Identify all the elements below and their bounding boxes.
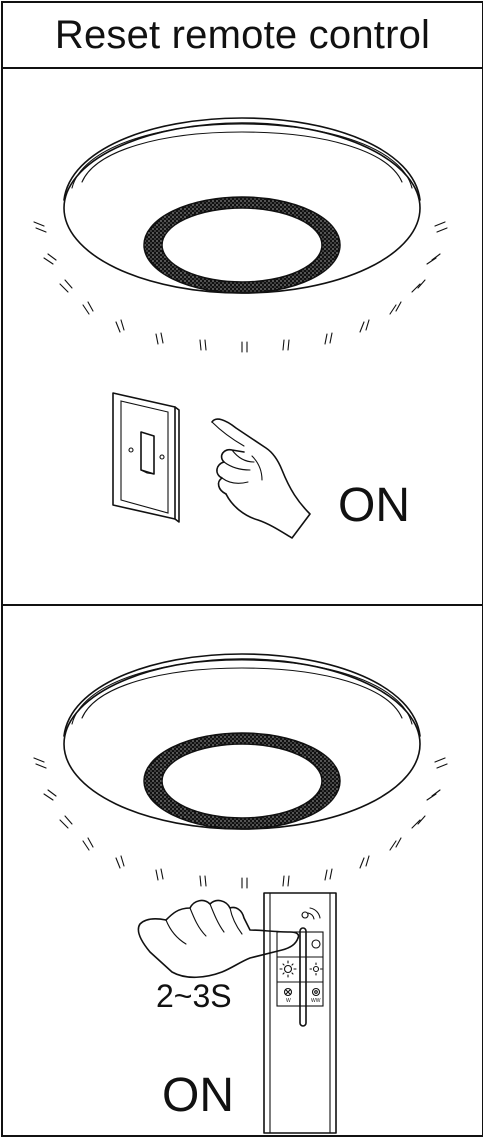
svg-text:W: W bbox=[286, 998, 291, 1004]
brightness-up-icon bbox=[280, 961, 296, 977]
ceiling-lamp-icon bbox=[34, 654, 447, 888]
brightness-down-icon bbox=[310, 963, 322, 975]
cool-white-icon: W bbox=[285, 989, 292, 1005]
wall-switch-icon bbox=[113, 393, 179, 522]
step1-on-label: ON bbox=[338, 478, 410, 533]
ceiling-lamp-icon bbox=[34, 118, 447, 352]
pointing-hand-icon bbox=[212, 419, 310, 538]
svg-text:WW: WW bbox=[311, 998, 321, 1004]
warm-white-icon: WW bbox=[311, 989, 321, 1005]
remote-control-icon: W WW bbox=[264, 893, 336, 1133]
pressing-hand-icon bbox=[138, 901, 298, 978]
step2-on-label: ON bbox=[162, 1068, 234, 1123]
hold-duration-label: 2~3S bbox=[156, 978, 232, 1015]
